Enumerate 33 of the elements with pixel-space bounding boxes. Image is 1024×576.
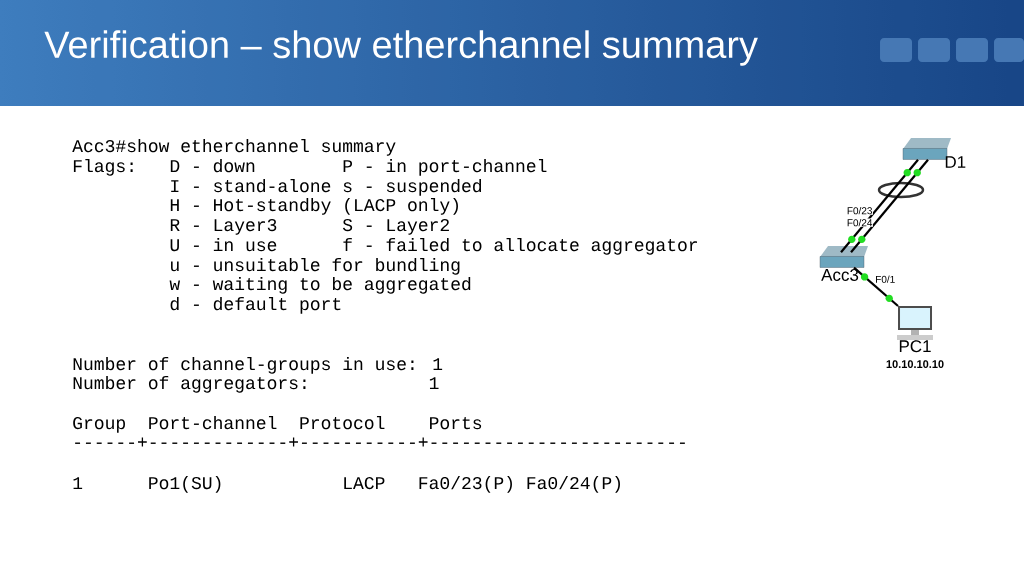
slide-title: Verification – show etherchannel summary <box>44 30 758 66</box>
terminal-text: 1 <box>429 377 439 389</box>
terminal-text: w - waiting to be aggregated <box>169 276 471 294</box>
terminal-text: D - down <box>170 158 255 173</box>
terminal-text: Fa0/23(P) Fa0/24(P) <box>419 475 620 493</box>
terminal-text: Po1(SU) <box>149 475 221 493</box>
port-label: F0/23 <box>847 206 872 215</box>
terminal-text: d - default port <box>170 296 341 314</box>
terminal-text: Protocol <box>300 415 385 430</box>
terminal-text: s - suspended <box>343 178 482 196</box>
terminal-text: R - Layer3 <box>170 218 277 235</box>
terminal-text: u - unsuitable for bundling <box>171 257 460 275</box>
terminal-text: f - failed to allocate aggregator <box>343 237 697 255</box>
port-label: F0/1 <box>876 275 895 283</box>
terminal-text: Port-channel <box>149 415 277 430</box>
link-line <box>840 159 919 253</box>
link-line <box>850 159 929 253</box>
terminal-text: LACP <box>344 476 385 490</box>
link-line <box>853 266 899 307</box>
terminal-text: Number of aggregators: <box>73 375 306 393</box>
terminal-text: I - stand-alone <box>171 178 331 193</box>
terminal-text: U - in use <box>170 237 277 252</box>
terminal-text: Number of channel-groups in use: 1 <box>73 356 443 374</box>
terminal-text: Acc3#show etherchannel summary <box>72 138 396 156</box>
terminal-text: Flags: <box>73 158 133 176</box>
terminal-text: ------+-------------+-----------+------------------------ <box>75 437 685 447</box>
terminal-text: Group <box>73 416 125 433</box>
terminal-text: Ports <box>430 417 482 430</box>
port-label: F0/24 <box>847 219 873 227</box>
terminal-text: H - Hot-standby (LACP only) <box>170 197 458 215</box>
terminal-text: S - Layer2 <box>342 218 449 235</box>
terminal-text: 1 <box>73 477 83 489</box>
terminal-text: P - in port-channel <box>343 158 547 176</box>
